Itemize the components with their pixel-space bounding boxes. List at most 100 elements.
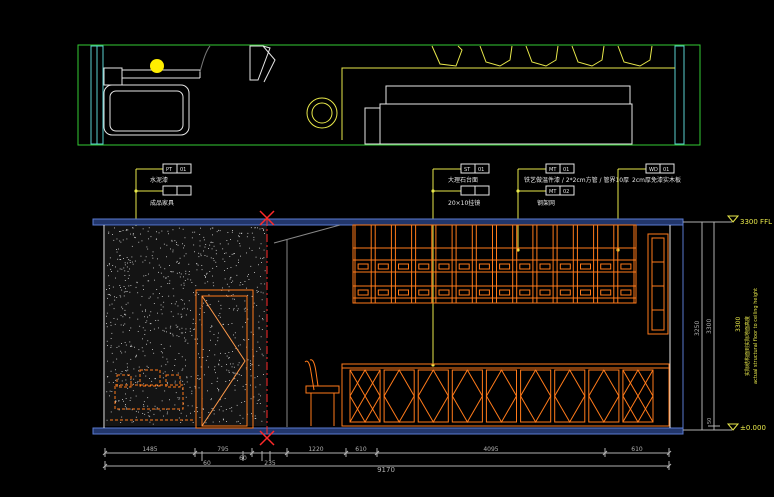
texture-dot (244, 389, 246, 391)
texture-dot (256, 350, 258, 352)
texture-dot (231, 407, 233, 409)
texture-dot (182, 228, 184, 230)
texture-dot (176, 241, 177, 243)
texture-dot (125, 303, 127, 305)
texture-dot (176, 244, 178, 245)
texture-dot (124, 270, 126, 272)
sofa-arm-left (116, 374, 132, 388)
texture-dot (214, 366, 216, 368)
texture-dot (247, 232, 249, 234)
texture-dot (222, 258, 224, 260)
texture-dot (156, 238, 157, 240)
texture-dot (260, 243, 262, 245)
texture-dot (250, 363, 251, 364)
texture-dot (179, 257, 181, 259)
dim-slash (102, 463, 108, 469)
texture-dot (128, 259, 130, 261)
texture-dot (224, 278, 226, 280)
texture-dot (123, 286, 125, 287)
texture-dot (167, 230, 169, 232)
texture-dot (166, 331, 167, 333)
texture-dot (217, 387, 218, 389)
texture-dot (179, 262, 180, 264)
texture-dot (148, 415, 150, 417)
texture-dot (108, 232, 110, 234)
texture-dot (215, 253, 217, 255)
texture-dot (263, 311, 265, 312)
texture-dot (110, 324, 112, 326)
counter-diamond (485, 369, 518, 423)
texture-dot (137, 331, 139, 332)
door-elevation (195, 289, 254, 429)
rack-bottle (377, 263, 389, 270)
texture-dot (158, 327, 159, 329)
texture-dot (245, 367, 247, 369)
texture-dot (130, 346, 131, 347)
texture-dot (165, 327, 167, 329)
texture-dot (119, 231, 120, 232)
texture-dot (184, 337, 185, 339)
texture-dot (264, 283, 266, 285)
texture-dot (125, 314, 127, 316)
texture-dot (212, 242, 214, 243)
texture-dot (226, 369, 228, 371)
texture-dot (121, 343, 122, 344)
texture-dot (143, 289, 144, 290)
texture-dot (211, 398, 212, 400)
texture-dot (119, 255, 120, 257)
door-frame (195, 289, 254, 429)
texture-dot (106, 315, 107, 317)
texture-dot (191, 405, 193, 407)
dim-segment-label: 610 (631, 446, 643, 453)
texture-dot (168, 295, 170, 297)
texture-dot (204, 282, 206, 284)
texture-dot (109, 288, 110, 289)
texture-dot (258, 399, 260, 401)
texture-dot (178, 336, 180, 337)
texture-dot (212, 275, 213, 277)
texture-dot (253, 334, 254, 335)
texture-dot (246, 252, 247, 254)
texture-dot (251, 295, 253, 297)
texture-dot (115, 266, 116, 268)
texture-dot (180, 273, 182, 275)
texture-dot (228, 290, 230, 292)
counter-panel (417, 369, 449, 423)
texture-dot (208, 412, 210, 413)
texture-dot (134, 260, 136, 262)
texture-dot (145, 310, 146, 312)
rack-bottle (438, 263, 450, 270)
texture-dot (140, 255, 142, 257)
texture-dot (187, 405, 189, 407)
texture-dot (216, 231, 218, 233)
texture-dot (108, 263, 110, 264)
texture-dot (136, 354, 137, 356)
texture-dot (110, 345, 112, 347)
texture-dot (185, 270, 187, 272)
texture-dot (251, 232, 253, 234)
texture-dot (237, 420, 239, 422)
texture-dot (115, 277, 116, 279)
texture-dot (149, 262, 151, 264)
rack-bottle (580, 263, 591, 270)
texture-dot (219, 313, 221, 314)
texture-dot (251, 363, 253, 365)
rack-bottle (600, 289, 612, 296)
texture-dot (234, 337, 236, 339)
texture-dot (227, 243, 229, 245)
texture-dot (143, 383, 145, 385)
texture-dot (232, 294, 234, 296)
texture-dot (151, 380, 153, 382)
plan-bar-end (364, 107, 381, 145)
door-leaf (201, 295, 248, 427)
texture-dot (172, 335, 174, 337)
texture-dot (184, 280, 186, 281)
texture-dot (130, 285, 132, 286)
texture-dot (159, 293, 160, 294)
texture-dot (198, 256, 200, 258)
texture-dot (158, 271, 159, 273)
texture-dot (260, 283, 262, 285)
texture-dot (175, 392, 177, 394)
texture-dot (261, 262, 262, 263)
texture-dot (229, 408, 231, 409)
